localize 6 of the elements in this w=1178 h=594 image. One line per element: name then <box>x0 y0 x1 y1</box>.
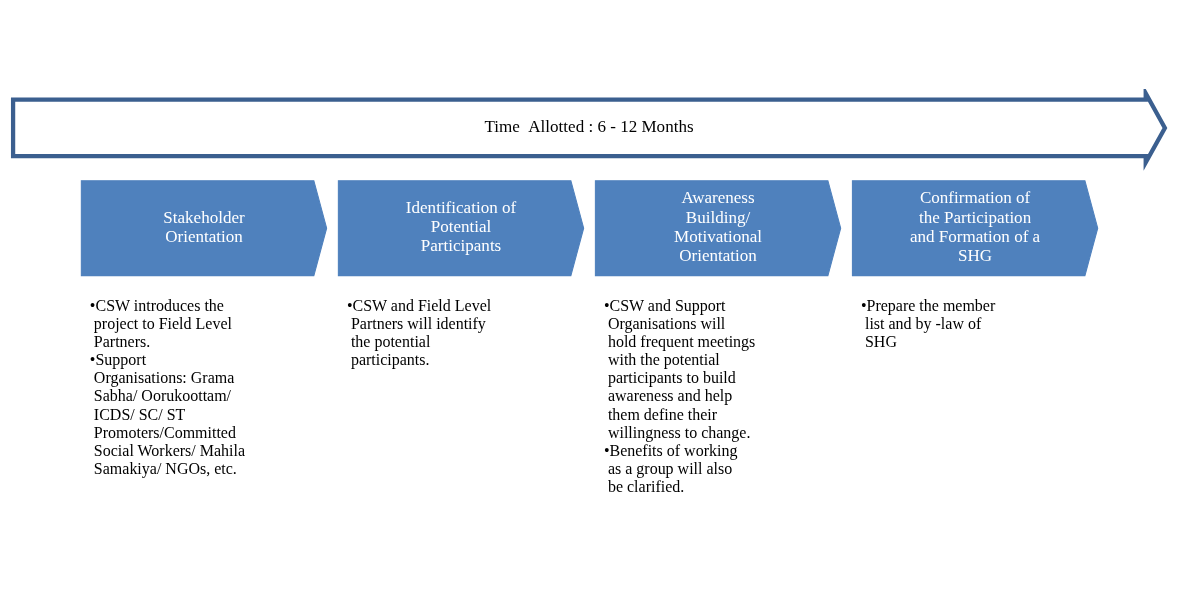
node-label: •CSW and Field Level Partners will identify the potential participants. <box>346 296 492 368</box>
node-label: •Benefits of working as a group will also be clarified. <box>603 441 738 495</box>
node-label: •CSW introduces the project to Field Level Partners. <box>89 296 232 350</box>
node-label: •CSW and Support Organisations will hold frequent meetings with the potential participants to build awareness and help them define their willingness to change. <box>603 296 756 441</box>
node-label: •Support Organisations: Grama Sabha/ Oorukoottam/ ICDS/ SC/ ST Promoters/Committed Social Workers/ Mahila Samakiya/ NGOs, etc. <box>89 350 245 477</box>
node-label: •Prepare the member list and by -law of SHG <box>860 296 996 350</box>
